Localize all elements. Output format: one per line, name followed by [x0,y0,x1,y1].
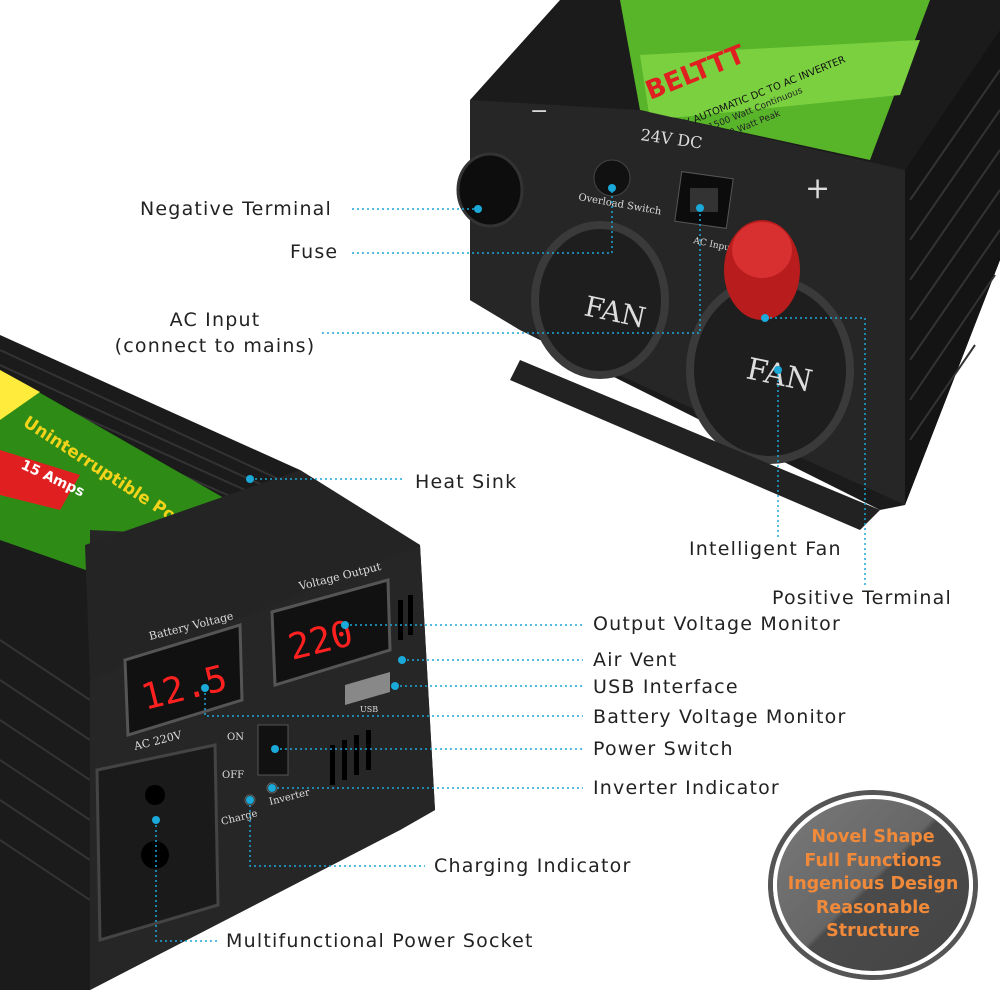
badge-line: Reasonable [815,897,931,918]
inverter-front-unit: Uninterruptible Power Source 15 Amps Bat… [0,335,435,990]
inverter-rear-unit: BELTTT FULLY AUTOMATIC DC TO AC INVERTER… [456,0,1000,530]
feature-badge: Novel Shape Full Functions Ingenious Des… [773,795,973,975]
leader-fuse [352,188,613,254]
leader-dots [152,184,782,824]
negative-terminal-knob [456,152,524,228]
plus-sign: + [805,171,830,206]
on-label: ON [227,732,244,743]
battery-voltage-display [123,622,244,738]
leader-lines [155,188,866,942]
label-ac-input-line1: AC Input [169,309,261,331]
label-intelligent-fan: Intelligent Fan [689,538,842,560]
usb-label: USB [360,705,378,714]
label-positive-terminal: Positive Terminal [772,587,952,609]
label-air-vent: Air Vent [593,649,678,671]
leader-ac-input [322,208,701,334]
label-fuse: Fuse [290,241,339,263]
label-output-voltage-monitor: Output Voltage Monitor [593,613,841,635]
label-ac-input: AC Input (connect to mains) [112,309,318,357]
badge-line: Novel Shape [811,827,935,848]
leader-battery-voltage [204,688,583,717]
label-inverter-indicator: Inverter Indicator [593,777,780,799]
usb-port [345,672,390,705]
output-voltage-display [270,578,392,687]
label-heat-sink: Heat Sink [415,471,518,493]
label-usb-interface: USB Interface [593,676,739,698]
leader-charging-indicator [249,800,425,867]
label-charging-indicator: Charging Indicator [434,855,632,877]
badge-line: Full Functions [804,850,942,871]
fan-left [531,221,669,379]
label-negative-terminal: Negative Terminal [140,198,333,220]
leader-power-socket [155,820,218,942]
badge-line: Structure [826,921,920,942]
label-ac-input-line2: (connect to mains) [114,335,316,357]
minus-sign: − [530,99,548,124]
label-power-switch: Power Switch [593,738,734,760]
label-multifunctional-power-socket: Multifunctional Power Socket [226,930,534,952]
label-battery-voltage-monitor: Battery Voltage Monitor [593,706,847,728]
badge-line: Ingenious Design [787,874,959,895]
leader-positive-terminal [765,317,866,585]
off-label: OFF [222,770,244,781]
